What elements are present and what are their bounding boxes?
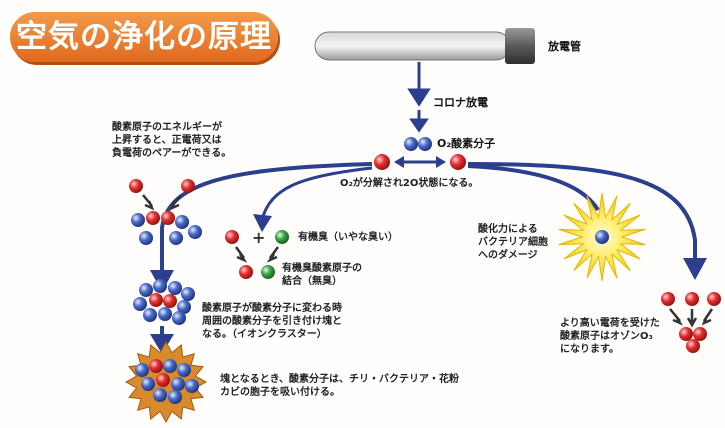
diagram-title: 空気の浄化の原理 [16,19,272,55]
curve-arrow-far-right [467,162,697,262]
corona-down-arrow [409,110,429,133]
plus-sign: + [252,228,265,247]
ozone-note: より高い電荷を受けた 酸素原子はオゾンO₃ になります。 [560,318,660,355]
o2-split-label: O₂が分解され2O状態になる。 [340,178,479,189]
odor-bond-label: 有機臭酸素原子の 結合（無臭） [282,263,362,287]
o2-molecule-icon [404,137,432,151]
ozone-group [661,292,721,353]
corona-discharge-label: コロナ放電 [433,96,488,109]
energy-rise-note: 酸素原子のエネルギーが 上昇すると、正電荷又は 負電荷のペアーができる。 [112,122,232,159]
captured-cluster [135,359,199,404]
tube-down-arrow [407,62,431,107]
organic-odor-label: 有機臭（いやな臭い） [298,232,398,243]
curve-arrow-middle-head [253,214,272,232]
ion-cluster-note: 酸素原子が酸素分子に変わる時 周囲の酸素分子を引き付け塊と なる。（イオンクラス… [202,303,342,340]
capture-note: 塊となるとき、酸素分子は、チリ・バクテリア・花粉 カビの胞子を吸い付ける。 [220,374,459,398]
left-arrow-head-2 [150,334,174,354]
ion-cluster [133,279,195,325]
discharge-tube-label: 放電管 [548,40,581,53]
curve-arrow-middle [260,166,373,221]
double-arrow-icon [394,156,446,168]
bacteria-cell-icon [595,230,609,244]
far-right-arrow-head [683,258,707,280]
o2-molecule-label: O₂酸素分子 [437,137,496,150]
discharge-tube [314,28,535,64]
odor-reaction: + [225,228,289,279]
curve-arrow-right [467,164,600,212]
atom-group-left-top [129,179,202,245]
oxidation-label: 酸化力による バクテリア細胞 へのダメージ [478,224,548,261]
split-atoms [374,154,466,170]
title-banner: 空気の浄化の原理 [10,12,278,62]
